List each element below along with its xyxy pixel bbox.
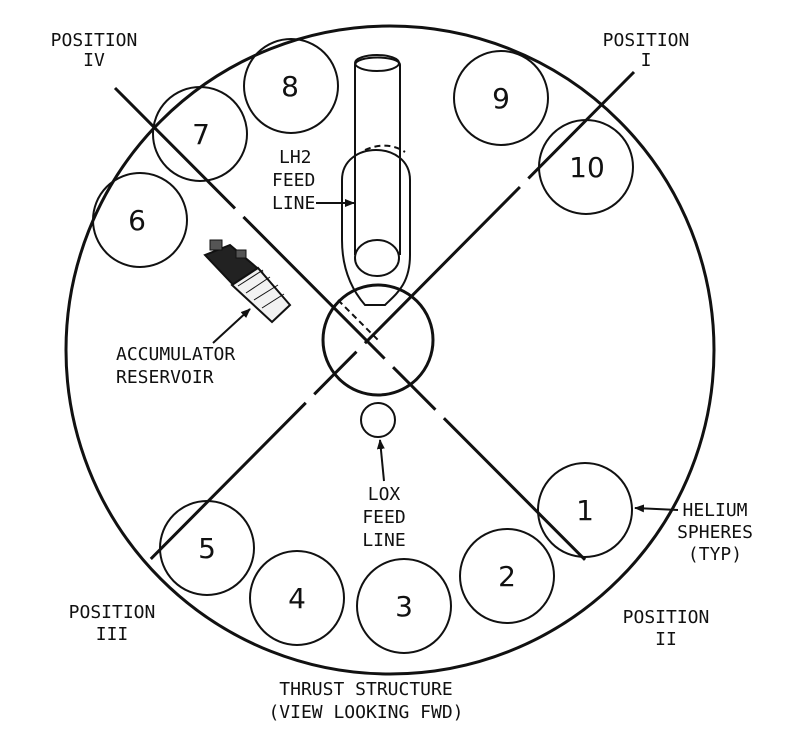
lox-arrow xyxy=(376,439,385,482)
position-iii-label: POSITION III xyxy=(69,602,156,645)
helium-sphere-6: 6 xyxy=(92,172,188,268)
central-hub xyxy=(321,283,435,397)
diagram-caption: THRUST STRUCTURE (VIEW LOOKING FWD) xyxy=(268,679,463,723)
sphere-number: 8 xyxy=(281,70,299,103)
helium-sphere-8: 8 xyxy=(243,38,339,134)
svg-text:IV: IV xyxy=(83,50,105,71)
svg-text:THRUST STRUCTURE: THRUST STRUCTURE xyxy=(279,679,452,700)
svg-text:LINE: LINE xyxy=(362,530,405,551)
lh2-feed-line-duct xyxy=(341,54,411,306)
svg-text:I: I xyxy=(641,50,652,71)
sphere-number: 6 xyxy=(128,204,146,237)
sphere-number: 10 xyxy=(569,151,605,184)
svg-text:LOX: LOX xyxy=(368,484,401,505)
sphere-number: 1 xyxy=(576,494,594,527)
lox-feed-line-label: LOX FEED LINE xyxy=(362,484,405,551)
helium-sphere-9: 9 xyxy=(453,50,549,146)
helium-spheres: 1 2 3 4 5 6 7 8 xyxy=(92,38,634,654)
sphere-number: 5 xyxy=(198,532,216,565)
helium-sphere-1: 1 xyxy=(537,462,633,558)
helium-sphere-7: 7 xyxy=(152,86,248,182)
axis-line-iv-ii xyxy=(113,86,642,617)
helium-sphere-2: 2 xyxy=(459,528,555,624)
sphere-number: 4 xyxy=(288,582,306,615)
helium-arrow xyxy=(634,504,679,513)
sphere-number: 3 xyxy=(395,590,413,623)
position-iv-label: POSITION IV xyxy=(51,30,138,71)
svg-text:ACCUMULATOR: ACCUMULATOR xyxy=(116,344,235,365)
svg-text:RESERVOIR: RESERVOIR xyxy=(116,367,214,388)
svg-text:(TYP): (TYP) xyxy=(688,544,742,565)
svg-text:III: III xyxy=(96,624,129,645)
svg-text:HELIUM: HELIUM xyxy=(682,500,747,521)
svg-text:FEED: FEED xyxy=(272,170,315,191)
lox-feed-line-port xyxy=(360,402,396,438)
svg-text:(VIEW LOOKING FWD): (VIEW LOOKING FWD) xyxy=(268,702,463,723)
axis-line-i-iii xyxy=(118,70,636,592)
sphere-number: 2 xyxy=(498,560,516,593)
svg-text:SPHERES: SPHERES xyxy=(677,522,753,543)
svg-text:FEED: FEED xyxy=(362,507,405,528)
svg-text:POSITION: POSITION xyxy=(623,607,710,628)
accumulator-reservoir-drawing xyxy=(203,239,292,324)
helium-sphere-3: 3 xyxy=(356,558,452,654)
position-axes xyxy=(113,70,642,617)
helium-spheres-label: HELIUM SPHERES (TYP) xyxy=(677,500,753,565)
accumulator-arrow xyxy=(212,308,251,344)
lh2-feed-line-label: LH2 FEED LINE xyxy=(272,147,315,214)
position-ii-label: POSITION II xyxy=(623,607,710,650)
helium-sphere-4: 4 xyxy=(249,550,345,646)
helium-sphere-10: 10 xyxy=(538,119,634,215)
svg-text:POSITION: POSITION xyxy=(51,30,138,51)
sphere-number: 7 xyxy=(192,118,210,151)
thrust-structure-outline xyxy=(64,24,716,676)
svg-text:LINE: LINE xyxy=(272,193,315,214)
svg-text:POSITION: POSITION xyxy=(603,30,690,51)
svg-text:II: II xyxy=(655,629,677,650)
svg-text:LH2: LH2 xyxy=(279,147,312,168)
sphere-number: 9 xyxy=(492,82,510,115)
accumulator-reservoir-label: ACCUMULATOR RESERVOIR xyxy=(116,344,235,388)
svg-text:POSITION: POSITION xyxy=(69,602,156,623)
position-i-label: POSITION I xyxy=(603,30,690,71)
helium-sphere-5: 5 xyxy=(159,500,255,596)
